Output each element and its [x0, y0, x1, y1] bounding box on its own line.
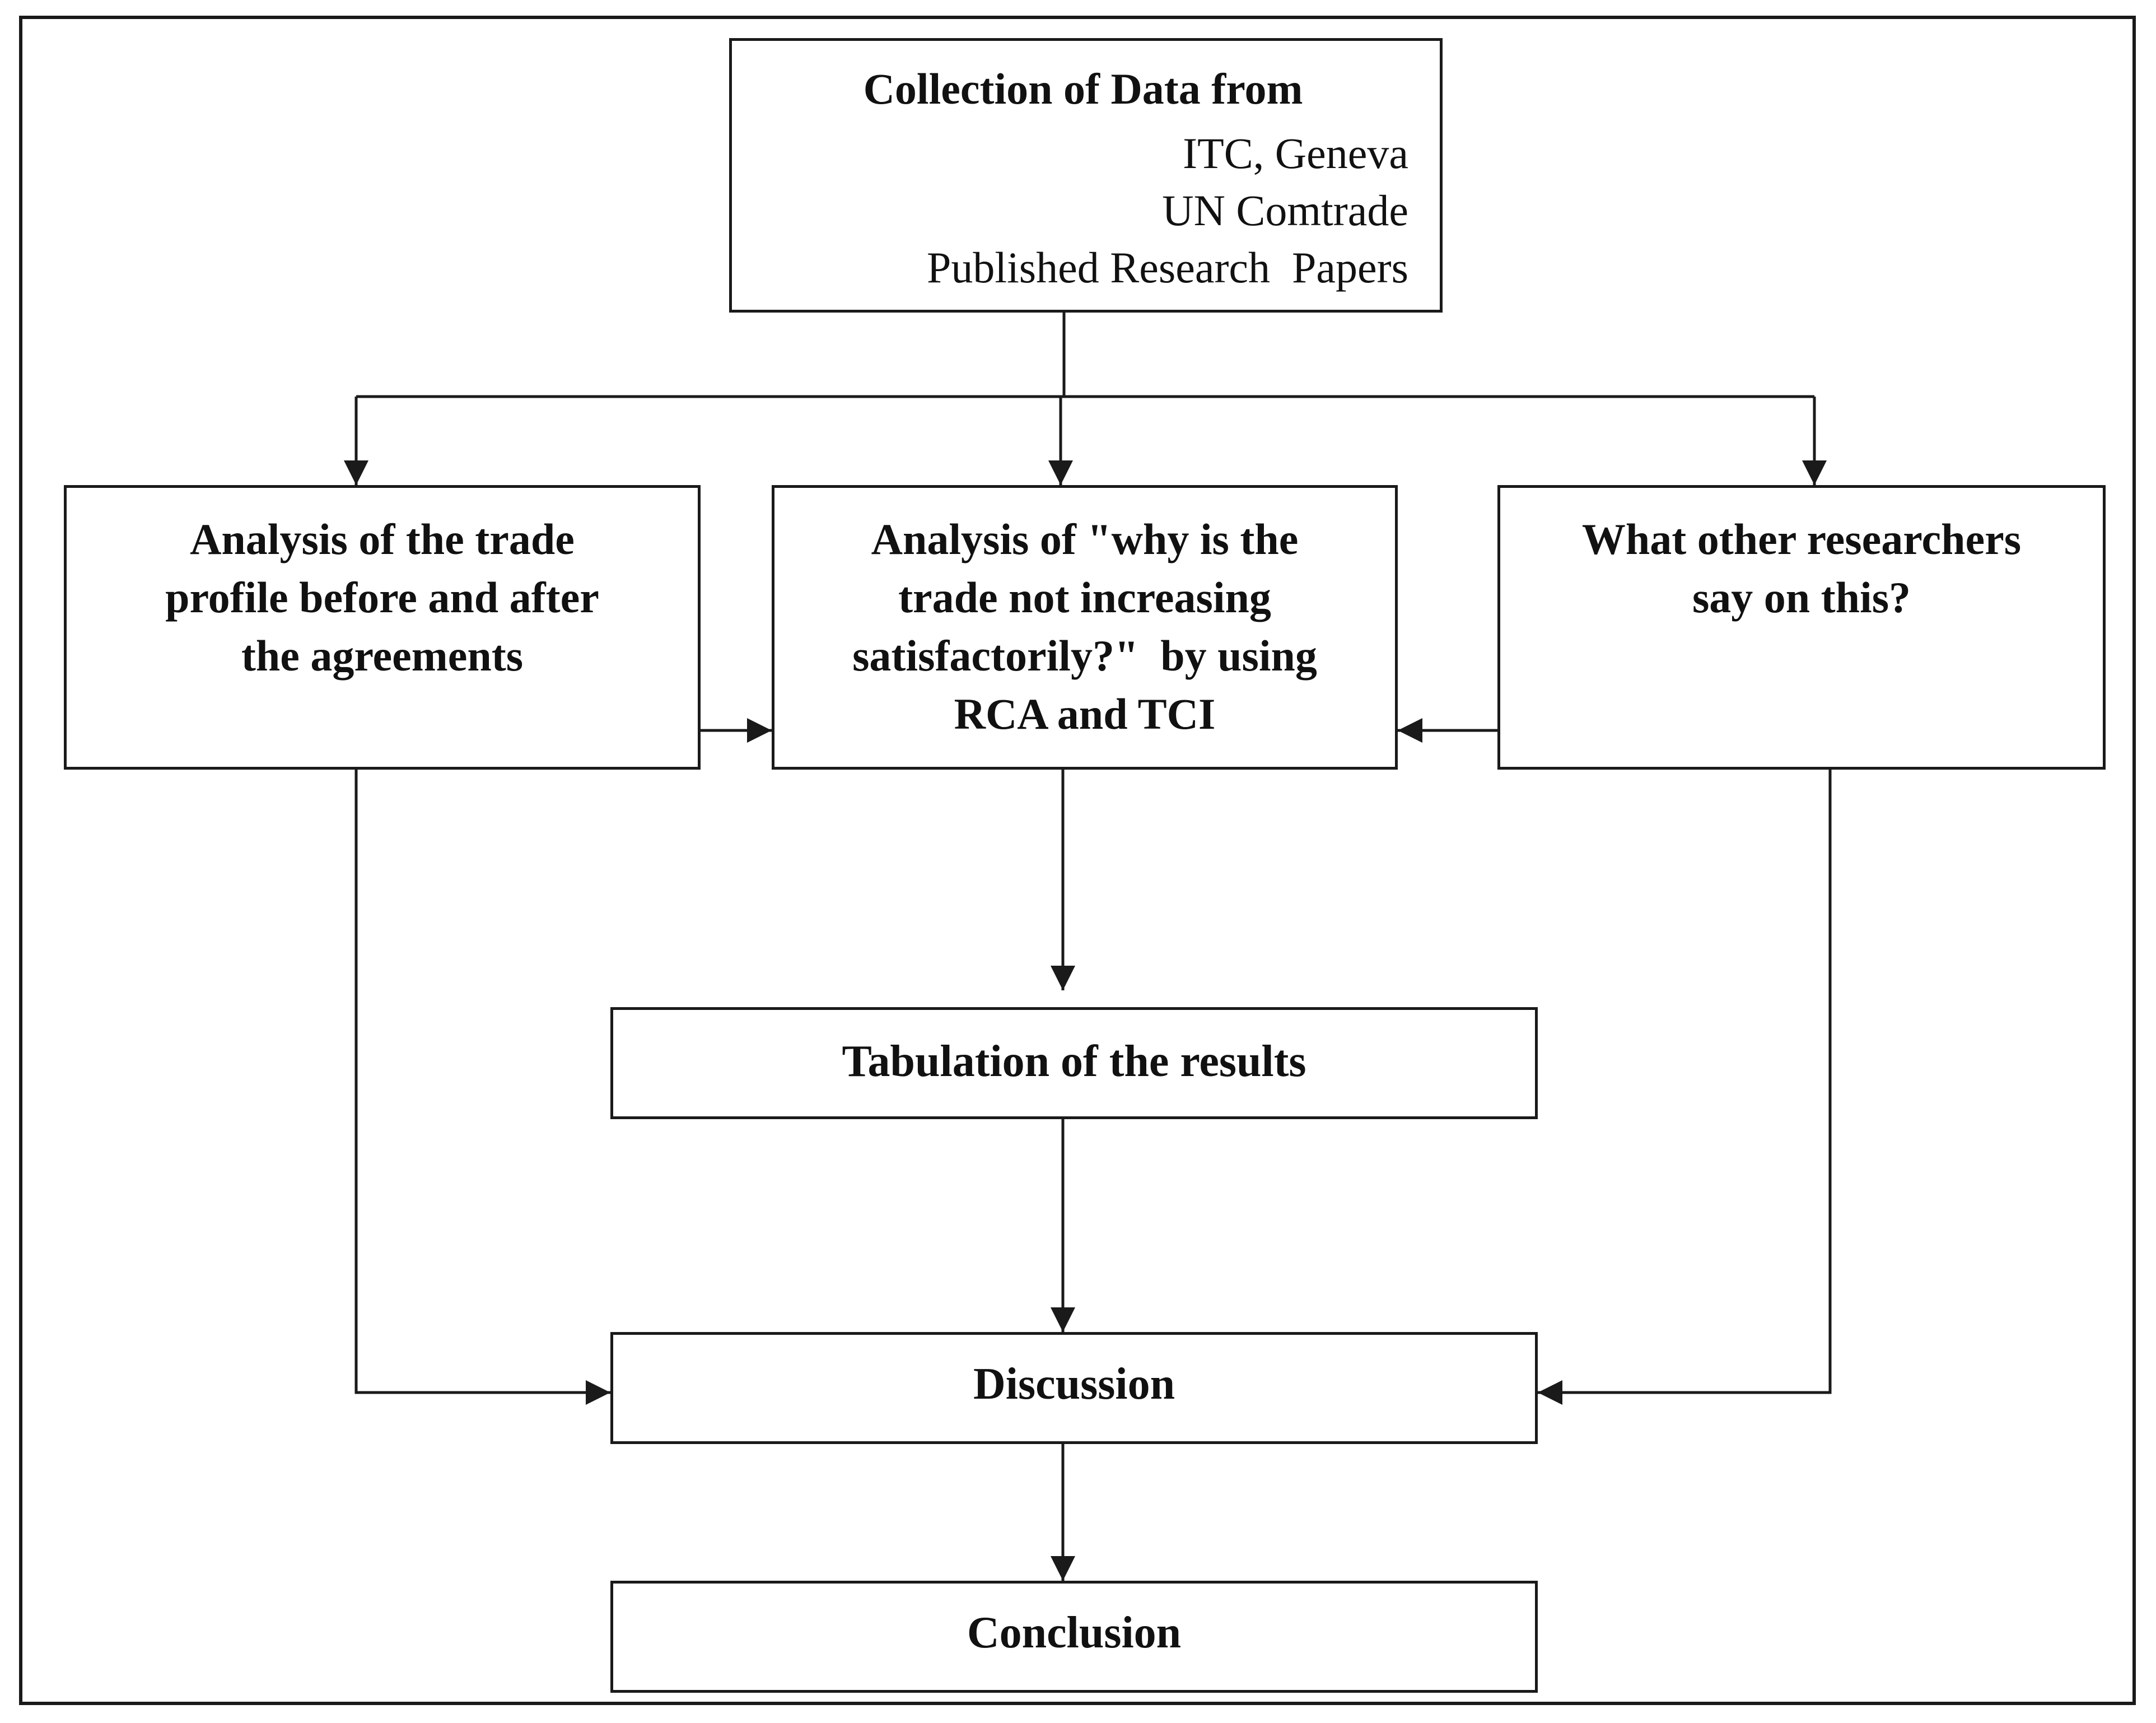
data-sources-list: ITC, Geneva UN Comtrade Published Resear… [927, 125, 1408, 296]
why-analysis-line-1: Analysis of "why is the [871, 515, 1299, 564]
why-analysis-text: Analysis of "why is the trade not increa… [774, 510, 1395, 743]
discussion-label: Discussion [973, 1359, 1175, 1409]
tabulation-box: Tabulation of the results [610, 1007, 1538, 1119]
source-research-papers: Published Research Papers [927, 243, 1408, 292]
why-analysis-line-2: trade not increasing [898, 573, 1271, 622]
trade-profile-line-3: the agreements [241, 631, 524, 680]
trade-profile-box: Analysis of the trade profile before and… [64, 485, 701, 770]
why-analysis-line-4: RCA and TCI [954, 690, 1216, 738]
why-analysis-line-3: satisfactorily?" by using [852, 631, 1317, 680]
trade-profile-line-2: profile before and after [165, 573, 599, 622]
data-collection-heading: Collection of Data from [863, 64, 1303, 113]
arrow-trade-to-discussion [354, 770, 610, 1405]
trade-profile-text: Analysis of the trade profile before and… [67, 510, 698, 685]
tabulation-label: Tabulation of the results [842, 1037, 1306, 1086]
discussion-box: Discussion [610, 1332, 1538, 1444]
data-collection-box: Collection of Data from ITC, Geneva UN C… [729, 38, 1443, 313]
other-researchers-text: What other researchers say on this? [1500, 510, 2103, 627]
other-researchers-line-2: say on this? [1692, 573, 1911, 622]
conclusion-label: Conclusion [967, 1608, 1182, 1657]
trade-profile-line-1: Analysis of the trade [190, 515, 575, 564]
arrow-others-to-discussion [1538, 770, 1832, 1405]
conclusion-box: Conclusion [610, 1581, 1538, 1693]
diagram-frame [19, 16, 2136, 1705]
other-researchers-line-1: What other researchers [1581, 515, 2022, 564]
other-researchers-box: What other researchers say on this? [1497, 485, 2106, 770]
source-itc: ITC, Geneva [1183, 129, 1408, 178]
source-un-comtrade: UN Comtrade [1162, 186, 1408, 235]
why-analysis-box: Analysis of "why is the trade not increa… [772, 485, 1398, 770]
